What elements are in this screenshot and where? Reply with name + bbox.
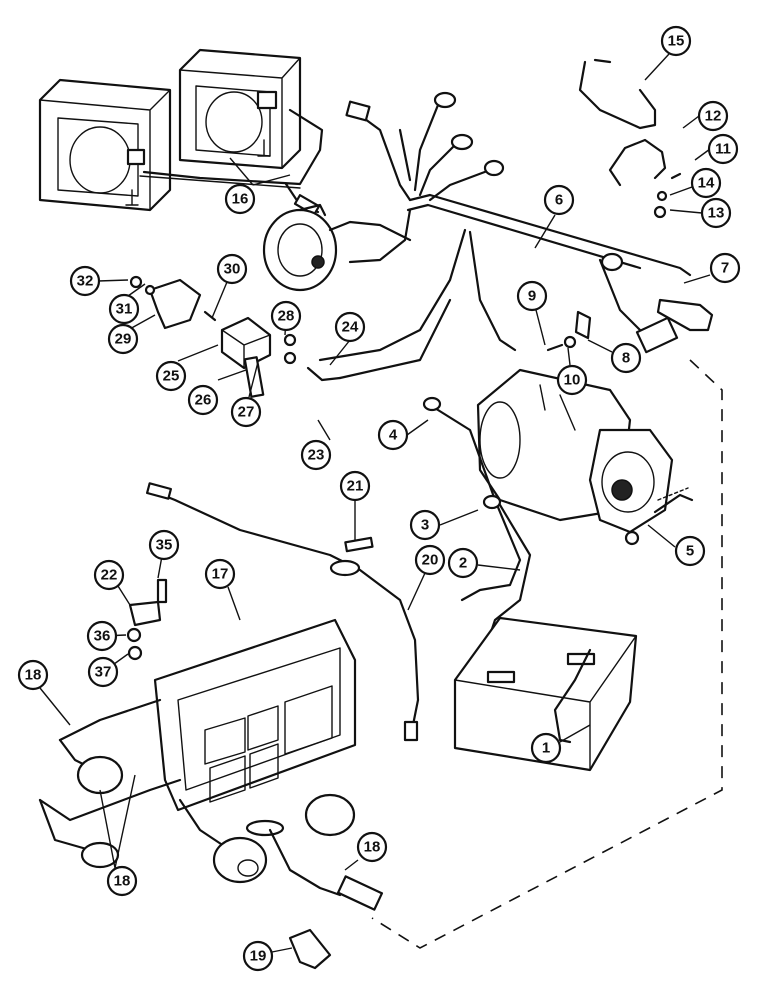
callout-label: 14 <box>698 175 715 192</box>
callout-28: 28 <box>270 300 302 332</box>
mounting-bracket <box>148 278 217 330</box>
callout-10: 10 <box>556 364 588 396</box>
callout-label: 8 <box>622 350 630 367</box>
starter-motor <box>476 368 694 546</box>
small-harness-lead <box>608 138 667 187</box>
callout-label: 18 <box>25 667 42 684</box>
callout-label: 37 <box>95 664 112 681</box>
callout-18-cluster-left: 18 <box>17 659 49 691</box>
grommet <box>245 819 285 837</box>
callout-label: 10 <box>564 372 581 389</box>
callout-label: 9 <box>528 288 536 305</box>
callout-label: 22 <box>101 567 118 584</box>
callout-label: 11 <box>715 141 731 158</box>
callout-29: 29 <box>107 323 139 355</box>
callout-label: 1 <box>542 740 550 757</box>
fuse <box>344 536 374 553</box>
callout-35: 35 <box>148 529 180 561</box>
horn <box>262 203 412 292</box>
callout-label: 21 <box>347 478 364 495</box>
loop-wire <box>578 58 657 130</box>
callout-12: 12 <box>697 100 729 132</box>
callout-2: 2 <box>447 547 479 579</box>
callout-label: 16 <box>232 191 249 208</box>
callout-22: 22 <box>93 559 125 591</box>
callout-label: 27 <box>238 404 255 421</box>
clamp <box>128 600 162 627</box>
callout-16: 16 <box>224 183 256 215</box>
callout-19: 19 <box>242 940 274 972</box>
cable-with-inline-fuse <box>148 488 420 732</box>
callout-label: 15 <box>668 33 685 50</box>
callout-label: 28 <box>278 308 295 325</box>
callout-label: 23 <box>308 447 325 464</box>
callout-9: 9 <box>516 280 548 312</box>
callout-label: 2 <box>459 555 467 572</box>
callout-32: 32 <box>69 265 101 297</box>
callout-30: 30 <box>216 253 248 285</box>
connector-cover <box>656 298 714 332</box>
callout-label: 6 <box>555 192 563 209</box>
callout-label: 26 <box>195 392 212 409</box>
p-clip <box>574 310 592 340</box>
callout-label: 31 <box>116 301 133 318</box>
callout-26: 26 <box>187 384 219 416</box>
callout-label: 13 <box>708 205 725 222</box>
callout-label: 25 <box>163 368 180 385</box>
round-switch <box>212 836 268 884</box>
callout-36: 36 <box>86 620 118 652</box>
connector-boot <box>288 928 332 970</box>
callout-14: 14 <box>690 167 722 199</box>
callout-label: 29 <box>115 331 132 348</box>
cluster-harness <box>38 698 182 822</box>
callout-31: 31 <box>108 293 140 325</box>
callout-label: 7 <box>721 260 729 277</box>
headlamp-right <box>178 48 302 170</box>
callout-label: 30 <box>224 261 241 278</box>
callout-20: 20 <box>414 544 446 576</box>
callout-6: 6 <box>543 184 575 216</box>
callout-label: 5 <box>686 543 694 560</box>
callout-11: 11 <box>707 133 739 165</box>
callout-21: 21 <box>339 470 371 502</box>
callout-4: 4 <box>377 419 409 451</box>
callout-3: 3 <box>409 509 441 541</box>
relay <box>220 316 272 370</box>
callout-37: 37 <box>87 656 119 688</box>
callout-label: 17 <box>212 566 229 583</box>
callout-label: 35 <box>156 537 173 554</box>
battery-cable-negative <box>428 403 522 602</box>
callout-24: 24 <box>334 311 366 343</box>
dashed-boundary-line <box>371 359 723 949</box>
callout-label: 32 <box>77 273 94 290</box>
headlamp-left <box>38 78 172 212</box>
callout-1: 1 <box>530 732 562 764</box>
callout-label: 19 <box>250 948 267 965</box>
callout-8: 8 <box>610 342 642 374</box>
callout-label: 18 <box>114 873 131 890</box>
callout-13: 13 <box>700 197 732 229</box>
callout-18-cluster-bottom: 18 <box>106 865 138 897</box>
callout-18-cluster-right: 18 <box>356 831 388 863</box>
callout-25: 25 <box>155 360 187 392</box>
callout-7: 7 <box>709 252 741 284</box>
callout-label: 3 <box>421 517 429 534</box>
callout-label: 12 <box>705 108 722 125</box>
callout-5: 5 <box>674 535 706 567</box>
instrument-cluster <box>153 618 357 812</box>
callout-17: 17 <box>204 558 236 590</box>
callout-label: 36 <box>94 628 111 645</box>
callout-label: 4 <box>389 427 398 444</box>
callout-27: 27 <box>230 396 262 428</box>
callout-23: 23 <box>300 439 332 471</box>
callout-label: 18 <box>364 839 381 856</box>
callout-15: 15 <box>660 25 692 57</box>
callout-label: 24 <box>342 319 359 336</box>
callout-label: 20 <box>422 552 439 569</box>
ignition-switch <box>304 793 356 837</box>
main-harness <box>408 193 692 277</box>
